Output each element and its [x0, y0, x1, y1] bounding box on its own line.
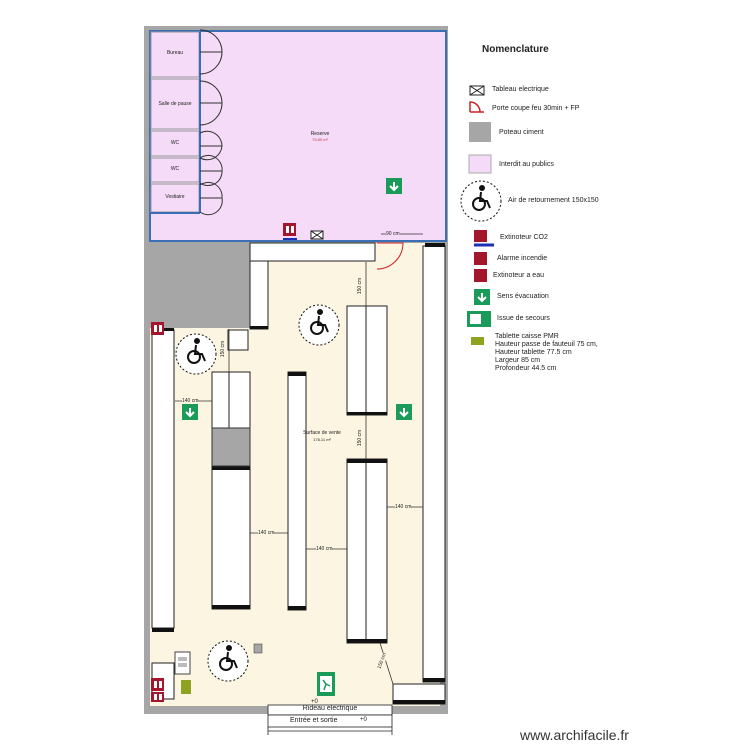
evacuation-arrow-icons	[182, 178, 412, 420]
legend-item-electrical-panel: Tableau electrique	[492, 86, 549, 93]
label-reserve-area: 75.80 m²	[312, 137, 328, 142]
wheelchair-icons	[187, 185, 491, 671]
dimension-label: 140 cm	[395, 504, 412, 510]
label-wc-2: WC	[170, 166, 180, 172]
emergency-exit-icon	[317, 672, 335, 696]
room-salle-pause	[150, 78, 200, 130]
label-bureau: Bureau	[166, 50, 184, 56]
label-wc-1: WC	[170, 140, 180, 146]
entrance-box	[267, 704, 393, 728]
legend-item-fire-door: Porte coupe feu 30min + FP	[492, 105, 580, 112]
legend-item-restricted: Interdit au publics	[499, 161, 554, 168]
legend-symbols	[467, 85, 494, 345]
electrical-panel-icon	[310, 230, 324, 240]
label-plus0-top: +0	[311, 699, 318, 705]
dimension-label: 90 cm	[386, 231, 400, 237]
legend-title: Nomenclature	[482, 44, 549, 55]
label-salle-pause: Salle de pause	[158, 101, 192, 107]
legend-item-pillar: Poteau ciment	[499, 129, 544, 136]
label-vestiaire: Vestiaire	[165, 194, 185, 200]
dimension-label: 150 cm	[220, 340, 227, 358]
dimension-label: 140 cm	[258, 530, 275, 536]
legend-item-water: Extinoteur a eau	[493, 272, 544, 279]
cement-pillar-small	[253, 643, 263, 654]
room-wc-2	[150, 157, 200, 183]
legend-item-turning-circle: Air de retournement 150x150	[508, 197, 599, 204]
door-arcs	[199, 29, 223, 216]
tablette-line: Profondeur 44.5 cm	[495, 365, 557, 372]
legend-item-alarm: Alarme incendie	[497, 255, 548, 262]
fixtures	[151, 242, 446, 705]
room-wc-1	[150, 130, 200, 157]
cement-pillar-block	[150, 243, 250, 328]
label-entree: Entrée et sortie	[290, 717, 338, 724]
legend-tablette: Tablette caisse PMR Hauteur passe de fau…	[495, 333, 598, 373]
dimension-label: 150 cm	[357, 429, 364, 447]
legend-item-co2: Extinoteur CO2	[500, 234, 548, 241]
pmr-shelf	[181, 680, 191, 694]
label-surface-vente: Surface de vente	[303, 430, 341, 436]
tablette-line: Hauteur tablette 77.5 cm	[495, 349, 572, 356]
label-reserve: Reserve	[310, 131, 330, 137]
fire-door	[376, 242, 404, 270]
label-rideau: Rideau electrique	[302, 705, 358, 712]
label-surface-area: 178.11 m²	[313, 437, 331, 442]
label-plus0-bottom: +0	[360, 717, 367, 723]
legend-item-exit: Issue de secours	[497, 315, 550, 322]
dimension-label: 140 cm	[316, 546, 333, 552]
legend-item-evacuation: Sens évacuation	[497, 293, 549, 300]
tablette-line: Largeur 85 cm	[495, 357, 541, 364]
room-bureau	[150, 31, 200, 78]
tablette-line: Tablette caisse PMR	[495, 333, 559, 340]
archifacile-credit: www.archifacile.fr	[520, 727, 629, 743]
cement-pillar	[211, 427, 251, 467]
dimension-label: 140 cm	[182, 398, 199, 404]
tablette-line: Hauteur passe de fauteuil 75 cm,	[495, 341, 598, 348]
dimension-label: 150 cm	[357, 277, 364, 295]
